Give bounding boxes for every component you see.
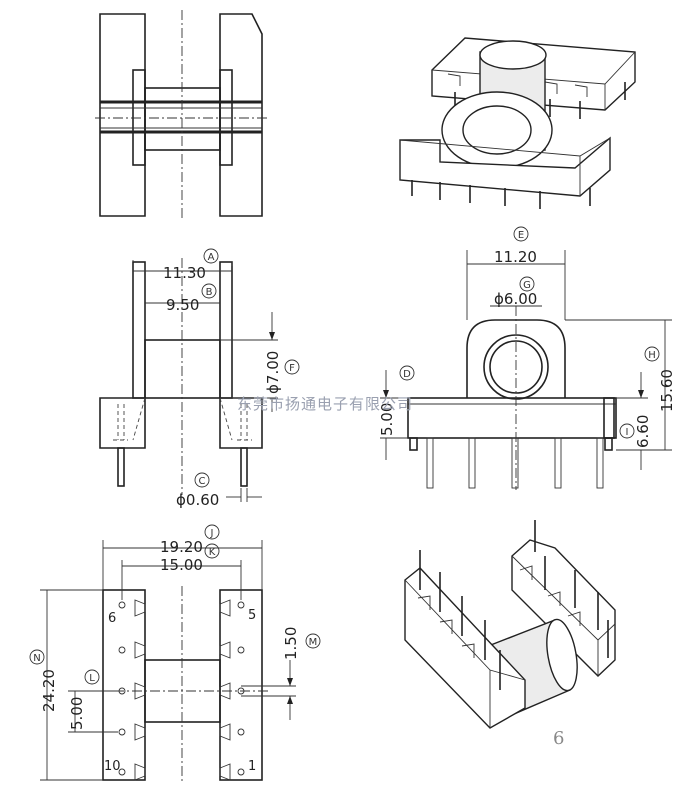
dim-f-value: ϕ7.00 [264,351,282,394]
dim-n-label: N [33,653,40,664]
dim-d-label: D [403,369,411,380]
dim-c-value: ϕ0.60 [176,491,219,509]
dim-b-label: B [206,287,213,298]
middle-left-side-view: 11.30 A 9.50 B ϕ7.00 F ϕ0.60 C [99,248,300,509]
dim-k-label: K [209,547,216,558]
dim-l-value: 5.00 [68,697,86,730]
pin-1-label: 1 [248,759,256,774]
dim-k-value: 15.00 [160,556,203,574]
dim-e-value: 11.20 [494,248,537,266]
top-right-isometric-view [399,37,636,209]
bottom-left-bottom-view: 6 5 10 1 19.20 J 15.00 K 24.20 N 5.00 L [29,524,321,784]
company-watermark: 东莞市扬通电子有限公司 [237,395,413,413]
top-left-front-view [95,10,268,220]
dim-g-value: ϕ6.00 [494,290,537,308]
bottom-right-isometric-view [404,520,616,729]
pin-5-label: 5 [248,608,256,623]
dim-j-value: 19.20 [160,538,203,556]
dim-b-value: 9.50 [166,296,199,314]
dim-l-label: L [89,673,95,684]
dim-m-value: 1.50 [282,627,300,660]
dim-n-value: 24.20 [40,669,58,712]
dim-d-value: 5.00 [378,403,396,436]
view-number: 6 [553,728,564,749]
dim-i-value: 6.60 [634,415,652,448]
dim-a-label: A [208,252,215,263]
dim-h-label: H [648,350,656,361]
dim-a-value: 11.30 [163,264,206,282]
pin-10-label: 10 [104,759,121,774]
dim-g-label: G [523,280,531,291]
dim-f-label: F [289,363,295,374]
pin-6-label: 6 [108,611,116,626]
dim-h-value: 15.60 [658,369,676,412]
dim-j-label: J [210,528,214,539]
dim-e-label: E [518,230,524,241]
middle-right-end-view: 11.20 E ϕ6.00 G 15.60 H 6.60 I 5.00 D [378,226,676,490]
dim-m-label: M [309,637,318,648]
dim-c-label: C [199,476,206,487]
dim-i-label: I [626,427,629,438]
